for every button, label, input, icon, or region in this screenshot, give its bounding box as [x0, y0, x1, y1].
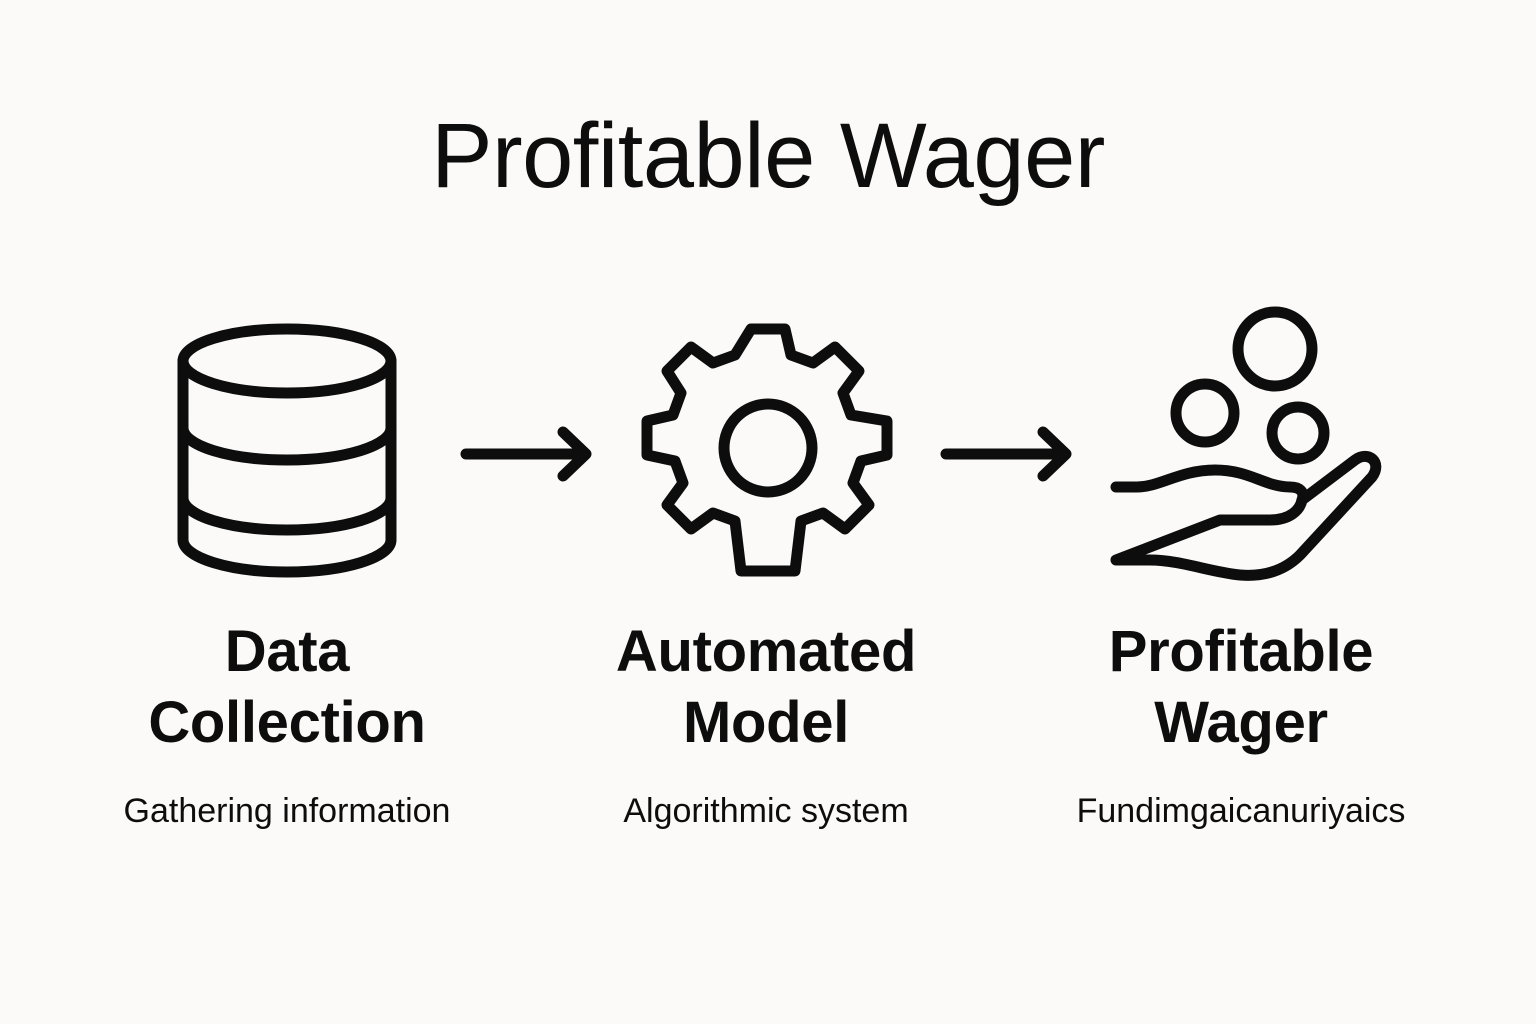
coin-icon — [1170, 378, 1240, 448]
hand-coins-icon — [1110, 306, 1382, 581]
coin-icon — [1266, 401, 1330, 465]
step-label-line2: Collection — [148, 690, 426, 755]
step-label-line2: Model — [682, 690, 850, 755]
arrow-right-icon — [460, 426, 592, 482]
step-data-collection: Data Collection Gathering information — [77, 616, 497, 831]
step-label-line2: Wager — [1154, 690, 1328, 755]
step-description: Gathering information — [123, 792, 451, 830]
step-label-line1: Automated — [615, 619, 917, 684]
diagram-title: Profitable Wager — [431, 105, 1105, 207]
gear-icon — [641, 323, 893, 577]
arrow-right-icon — [940, 426, 1072, 482]
step-label-line1: Profitable — [1108, 619, 1374, 684]
step-profitable-wager: Profitable Wager Fundimgaicanuriyaics — [1031, 616, 1451, 831]
database-icon — [177, 323, 397, 578]
coin-icon — [1232, 306, 1318, 392]
step-description: Fundimgaicanuriyaics — [1076, 792, 1406, 830]
step-automated-model: Automated Model Algorithmic system — [556, 616, 976, 831]
step-label-line1: Data — [224, 619, 350, 684]
step-description: Algorithmic system — [623, 792, 909, 830]
